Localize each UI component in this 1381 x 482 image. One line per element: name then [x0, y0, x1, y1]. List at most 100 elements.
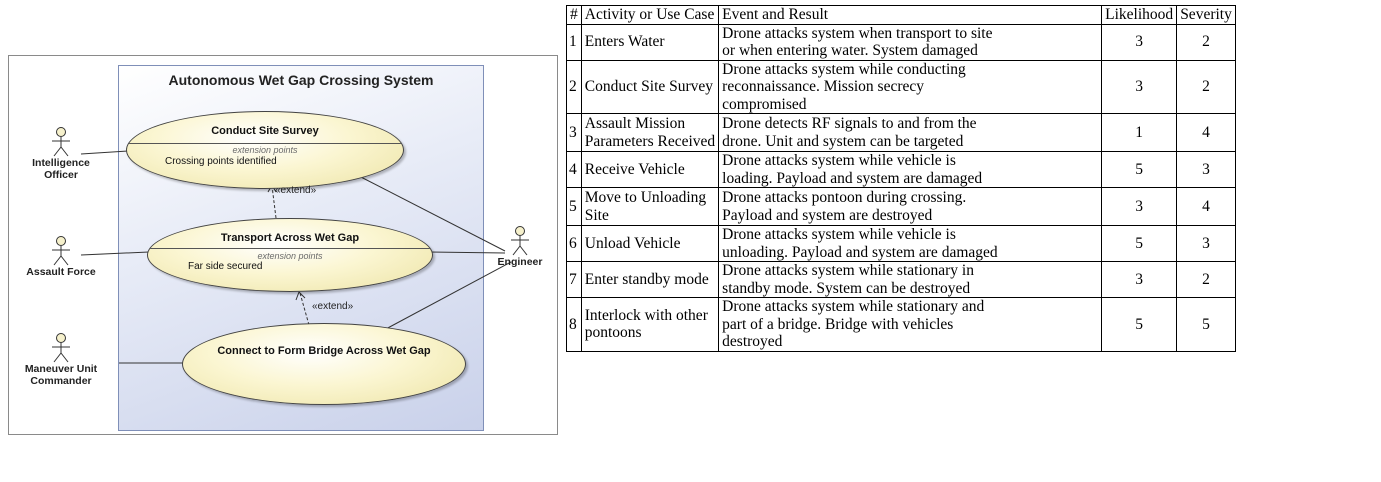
- extend-label: «extend»: [312, 301, 354, 312]
- severity-cell: 5: [1176, 297, 1236, 352]
- event-cell-line: unloading. Payload and system are damage…: [722, 243, 998, 261]
- activity-cell-line: pontoons: [584, 324, 642, 342]
- header-severity: Severity: [1176, 5, 1236, 25]
- actor-engineer: Engineer: [465, 226, 575, 268]
- event-cell-line: standby mode. System can be destroyed: [722, 279, 971, 297]
- event-cell: Drone detects RF signals to and from the…: [718, 113, 1103, 152]
- event-cell-line: or when entering water. System damaged: [722, 42, 978, 59]
- extension-point-text: Far side secured: [188, 261, 263, 272]
- activity-cell-line: Enter standby mode: [584, 270, 709, 288]
- activity-cell-line: Unload Vehicle: [584, 234, 681, 252]
- header-likelihood: Likelihood: [1101, 5, 1178, 25]
- event-cell-line: Payload and system are destroyed: [722, 206, 933, 224]
- activity-cell-line: Move to Unloading: [584, 189, 707, 206]
- use-case-conduct-site-survey: Conduct Site Survey extension points Cro…: [126, 111, 404, 189]
- header-event: Event and Result: [718, 5, 1103, 25]
- association-survey-engineer: [354, 173, 506, 252]
- event-cell: Drone attacks system when transport to s…: [718, 23, 1103, 61]
- activity-cell-line: Assault Mission: [584, 115, 686, 132]
- actor-label: Officer: [44, 169, 78, 181]
- severity-cell: 3: [1176, 225, 1236, 262]
- association-transport-engineer: [428, 251, 506, 254]
- extension-points-label: extension points: [257, 251, 323, 261]
- event-cell-line: Drone attacks system while stationary an…: [722, 298, 985, 315]
- likelihood-cell: 5: [1101, 151, 1178, 188]
- activity-cell: Conduct Site Survey: [580, 59, 720, 114]
- event-cell-line: compromised: [722, 95, 807, 113]
- extend-arrowhead-2: [295, 291, 306, 301]
- activity-cell: Enter standby mode: [580, 261, 720, 298]
- activity-cell-line: Interlock with other: [584, 306, 708, 324]
- likelihood-cell: 3: [1101, 187, 1178, 226]
- event-cell-line: part of a bridge. Bridge with vehicles: [722, 315, 954, 333]
- severity-cell: 4: [1176, 113, 1236, 152]
- risk-table: # Activity or Use Case Event and Result …: [566, 5, 1236, 352]
- severity-cell: 2: [1176, 59, 1236, 114]
- use-case-separator: [148, 248, 432, 249]
- likelihood-cell: 5: [1101, 225, 1178, 262]
- row-number: 2: [566, 59, 582, 114]
- use-case-transport-across-wet-gap: Transport Across Wet Gap extension point…: [147, 218, 433, 292]
- association-bridge-engineer: [383, 261, 512, 331]
- actor-assault-force: Assault Force: [6, 236, 116, 278]
- row-number: 3: [566, 113, 582, 152]
- row-number: 1: [566, 23, 582, 61]
- extend-arrow-2: [299, 292, 310, 326]
- activity-cell: Unload Vehicle: [580, 225, 720, 262]
- use-case-separator: [127, 143, 403, 144]
- row-number: 4: [566, 151, 582, 188]
- row-number: 8: [566, 297, 582, 352]
- extend-label: «extend»: [275, 185, 317, 196]
- use-case-title: Transport Across Wet Gap: [220, 232, 360, 244]
- activity-cell-line: Site: [584, 206, 609, 224]
- event-cell-line: Drone attacks pontoon during crossing.: [722, 189, 967, 206]
- activity-cell-line: Parameters Received: [584, 132, 716, 150]
- row-number: 7: [566, 261, 582, 298]
- row-number: 5: [566, 187, 582, 226]
- activity-cell: Receive Vehicle: [580, 151, 720, 188]
- event-cell-line: Drone attacks system while conducting: [722, 60, 966, 78]
- activity-cell-line: Receive Vehicle: [584, 160, 685, 178]
- use-case-title: Conduct Site Survey: [211, 125, 319, 137]
- stick-figure-icon: [52, 333, 70, 363]
- event-cell: Drone attacks system while stationary an…: [718, 297, 1103, 352]
- system-title: Autonomous Wet Gap Crossing System: [168, 72, 434, 88]
- use-case-title: Connect to Form Bridge Across Wet Gap: [217, 345, 431, 357]
- extension-point-text: Crossing points identified: [165, 156, 277, 167]
- table-header-row: # Activity or Use Case Event and Result …: [566, 5, 1236, 25]
- actor-label: Intelligence: [32, 157, 90, 169]
- activity-cell-line: Conduct Site Survey: [584, 78, 714, 95]
- likelihood-cell: 5: [1101, 297, 1178, 352]
- severity-cell: 3: [1176, 151, 1236, 188]
- row-number: 6: [566, 225, 582, 262]
- event-cell-line: drone. Unit and system can be targeted: [722, 132, 964, 150]
- use-case-diagram: Autonomous Wet Gap Crossing System Condu…: [8, 55, 558, 435]
- association-assault-transport: [80, 251, 150, 256]
- association-intelligence-survey: [80, 150, 129, 155]
- likelihood-cell: 1: [1101, 113, 1178, 152]
- event-cell-line: Drone detects RF signals to and from the: [722, 115, 977, 132]
- extend-arrow-1: [271, 185, 277, 219]
- event-cell-line: Drone attacks system when transport to s…: [722, 24, 993, 42]
- stick-figure-icon: [52, 236, 70, 266]
- likelihood-cell: 3: [1101, 23, 1178, 61]
- actor-label: Maneuver Unit: [24, 363, 98, 375]
- stick-figure-icon: [511, 226, 529, 256]
- use-case-connect-to-form-bridge: Connect to Form Bridge Across Wet Gap: [182, 323, 466, 405]
- actor-intelligence-officer: Intelligence Officer: [6, 127, 116, 181]
- event-cell-line: Drone attacks system while vehicle is: [722, 152, 956, 169]
- actor-label: Assault Force: [26, 266, 96, 278]
- event-cell: Drone attacks pontoon during crossing.Pa…: [718, 187, 1103, 226]
- event-cell-line: loading. Payload and system are damaged: [722, 169, 983, 187]
- actor-label: Commander: [30, 375, 92, 387]
